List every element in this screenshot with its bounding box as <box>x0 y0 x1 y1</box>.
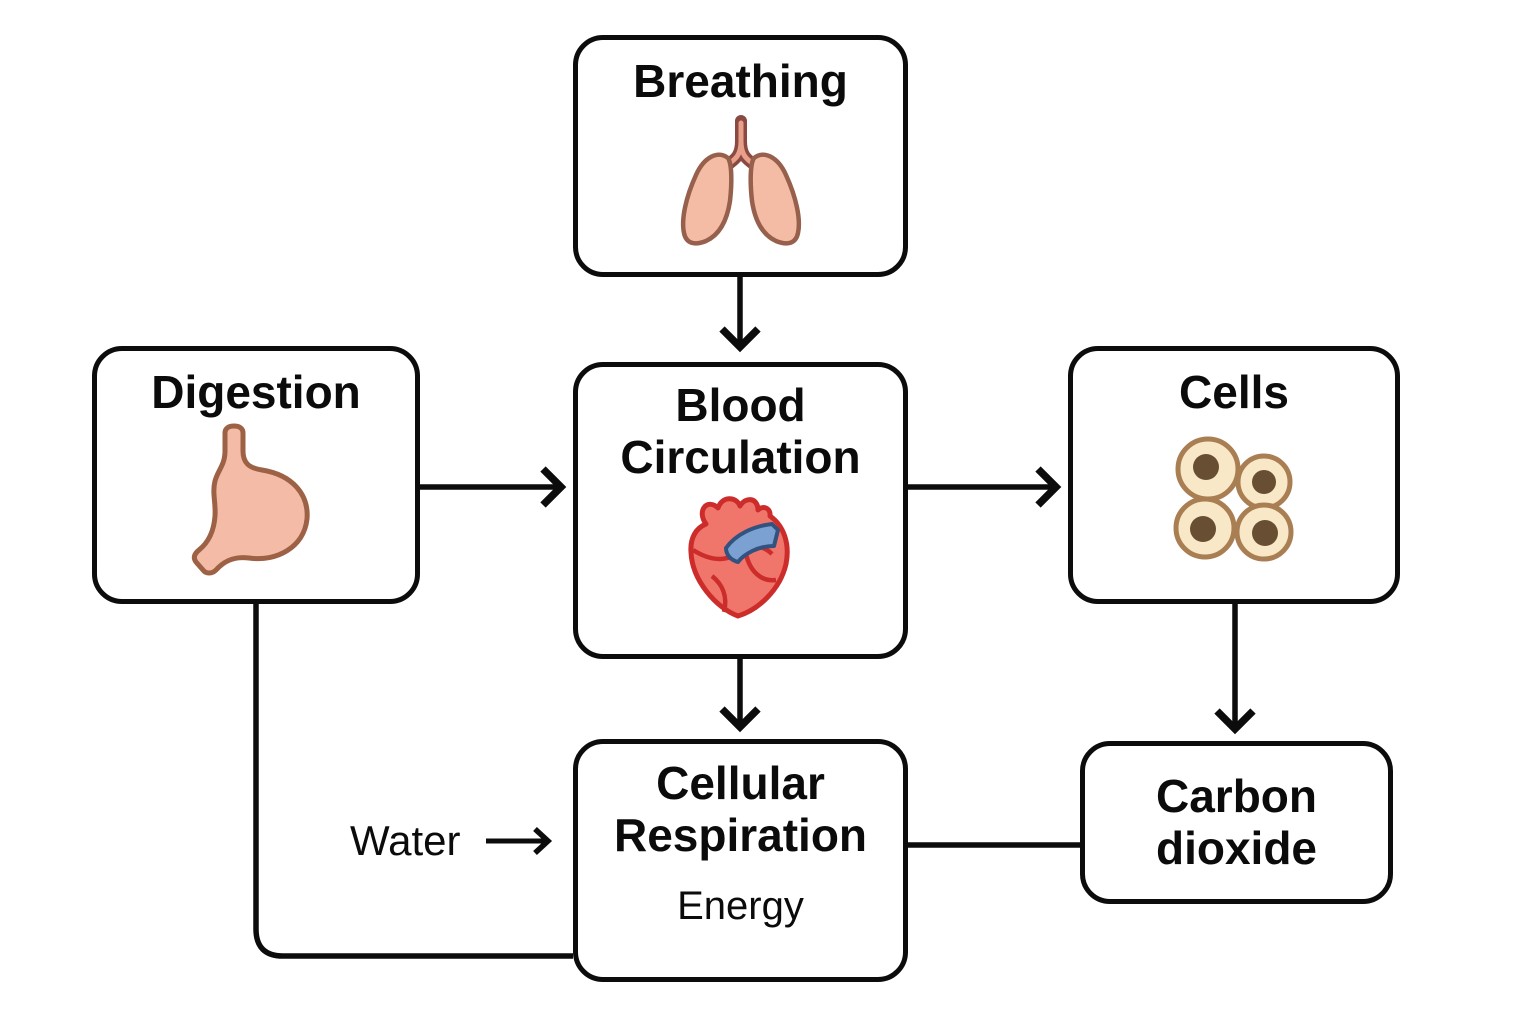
stomach-icon <box>191 423 310 576</box>
arrow-cells-to-carbon-dioxide <box>1214 604 1256 735</box>
node-cells-label: Cells <box>1179 366 1289 418</box>
node-digestion-label: Digestion <box>151 366 361 418</box>
heart-icon <box>687 496 790 619</box>
energy-label: Energy <box>677 883 804 928</box>
line-digestion-to-cellular-respiration <box>253 604 573 959</box>
node-carbon-dioxide: Carbon dioxide <box>1080 741 1393 904</box>
arrow-digestion-to-blood-circulation <box>420 466 567 508</box>
node-cells: Cells <box>1068 346 1400 604</box>
arrow-blood-circulation-to-cells <box>908 466 1062 508</box>
node-blood-circulation-label: Blood Circulation <box>620 379 861 483</box>
lungs-icon <box>680 114 801 246</box>
node-carbon-dioxide-label: Carbon dioxide <box>1155 769 1318 874</box>
water-label: Water <box>350 817 461 864</box>
node-cellular-respiration-label: Cellular Respiration <box>613 757 868 861</box>
node-breathing: Breathing <box>573 35 908 277</box>
cells-icon <box>1173 436 1294 562</box>
arrow-blood-circulation-to-cellular-respiration <box>719 659 761 733</box>
node-digestion: Digestion <box>92 346 420 604</box>
node-blood-circulation: Blood Circulation <box>573 362 908 659</box>
arrow-breathing-to-blood-circulation <box>719 277 761 353</box>
arrow-water-to-cellular-respiration <box>486 826 553 856</box>
node-cellular-respiration: Cellular Respiration Energy <box>573 739 908 982</box>
node-breathing-label: Breathing <box>633 55 848 107</box>
